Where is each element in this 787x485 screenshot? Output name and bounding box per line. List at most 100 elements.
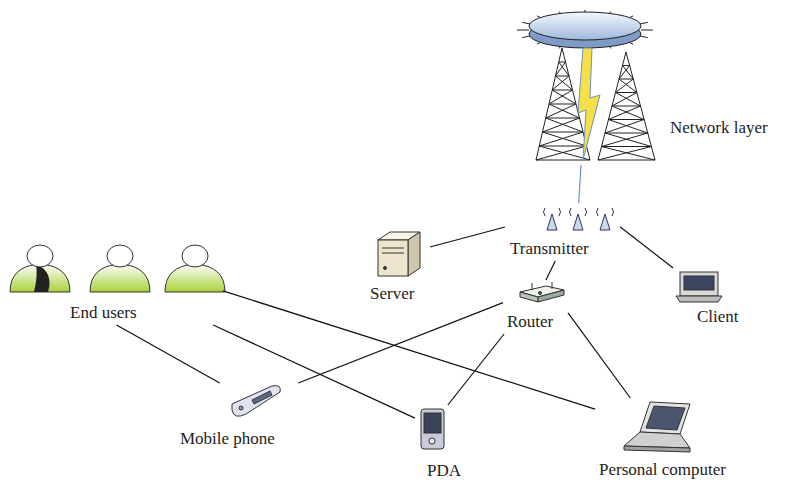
lattice-tower — [536, 48, 655, 160]
tower-rung — [605, 133, 648, 134]
tower-rung — [609, 119, 645, 120]
tower-brace — [609, 120, 648, 134]
router-icon — [532, 283, 533, 290]
tower-brace — [616, 79, 634, 93]
network-link — [620, 227, 673, 268]
tower-rung — [602, 146, 652, 147]
antenna-cone — [573, 214, 583, 230]
pda-icon — [421, 409, 444, 449]
router-icon — [538, 290, 564, 302]
device-label: Network layer — [668, 118, 770, 138]
router-icon — [520, 292, 538, 302]
device-label: Mobile phone — [178, 429, 277, 449]
device-label: Client — [695, 307, 741, 327]
radio-wave — [544, 208, 546, 216]
device-label: Server — [368, 284, 416, 304]
radio-wave — [597, 208, 599, 216]
mobile-phone-icon — [232, 386, 280, 417]
tower-brace — [536, 146, 587, 160]
user-head — [27, 245, 53, 267]
client-node: Client — [670, 268, 750, 329]
tower-brace — [612, 106, 644, 120]
tower-rung — [612, 106, 641, 107]
antenna-cone — [600, 214, 610, 230]
tower-brace — [556, 62, 566, 76]
laptop-icon — [624, 446, 690, 452]
dish-spike — [517, 30, 529, 31]
user-tie — [34, 264, 50, 292]
user-head — [182, 245, 208, 267]
server-icon — [384, 267, 387, 270]
tower-rung — [559, 62, 566, 63]
tower-brace — [616, 93, 641, 107]
tower-brace — [543, 118, 580, 132]
tower-brace — [619, 79, 637, 93]
tower-brace — [546, 104, 576, 118]
network-link — [223, 291, 595, 409]
device-label: PDA — [425, 461, 463, 481]
network-link — [448, 334, 504, 405]
network-link — [430, 227, 505, 247]
mobile-phone-node: Mobile phone — [176, 383, 304, 451]
mobile-phone-icon — [252, 391, 272, 404]
network-dish — [529, 12, 641, 48]
device-label: Transmitter — [508, 239, 591, 259]
tower-rung — [623, 65, 630, 66]
tower-brace — [556, 76, 573, 90]
tower-brace — [552, 76, 569, 90]
tower-rung — [598, 160, 655, 161]
laptop-icon — [640, 402, 690, 434]
network-link — [579, 165, 581, 203]
tower-rung — [543, 132, 584, 133]
tower-brace — [549, 90, 573, 104]
tower-brace — [602, 147, 656, 161]
tower-brace — [612, 93, 637, 107]
network-dish — [517, 10, 653, 50]
tower-rung — [549, 104, 576, 105]
end-users-node: End users — [8, 245, 223, 325]
user-figures — [10, 245, 225, 292]
radio-wave — [585, 208, 587, 216]
pda-icon — [421, 409, 444, 449]
tower-brace — [546, 118, 583, 132]
network-link — [117, 325, 220, 383]
tower-brace — [602, 133, 648, 147]
mobile-phone-icon — [239, 406, 243, 410]
personal-computer-node: Personal computer — [595, 398, 763, 482]
tower-rung — [619, 79, 633, 80]
device-label: Router — [505, 312, 555, 332]
user-body — [10, 264, 70, 292]
server-icon — [408, 232, 420, 276]
tower-brace — [539, 132, 583, 146]
laptop-icon — [646, 406, 685, 430]
client-icon — [676, 272, 722, 302]
user-body — [165, 264, 225, 292]
server-icon — [378, 232, 420, 276]
tower-brace — [609, 106, 641, 120]
client-icon — [676, 296, 722, 302]
pda-node: PDA — [415, 405, 475, 483]
device-label: Personal computer — [597, 460, 728, 480]
tower-rung — [536, 160, 590, 161]
tower-brace — [552, 90, 576, 104]
router-icon — [520, 282, 564, 302]
lightning-bolt — [578, 48, 600, 160]
router-icon — [539, 292, 542, 295]
client-icon — [680, 272, 718, 296]
dish-spike — [641, 30, 653, 31]
tower-brace — [543, 132, 587, 146]
server-icon — [378, 240, 408, 276]
tower-brace — [619, 66, 630, 80]
tower-brace — [539, 146, 590, 160]
network-layer-node: Network layer — [520, 0, 785, 165]
user-body — [90, 264, 150, 292]
network-link — [546, 261, 555, 280]
router-node: Router — [503, 280, 568, 334]
client-icon — [684, 276, 714, 290]
server-icon — [382, 253, 404, 254]
mobile-phone-icon — [232, 386, 280, 417]
lattice-tower — [598, 52, 655, 160]
tower-rung — [616, 92, 637, 93]
network-link — [213, 325, 415, 418]
radio-wave — [612, 208, 614, 216]
